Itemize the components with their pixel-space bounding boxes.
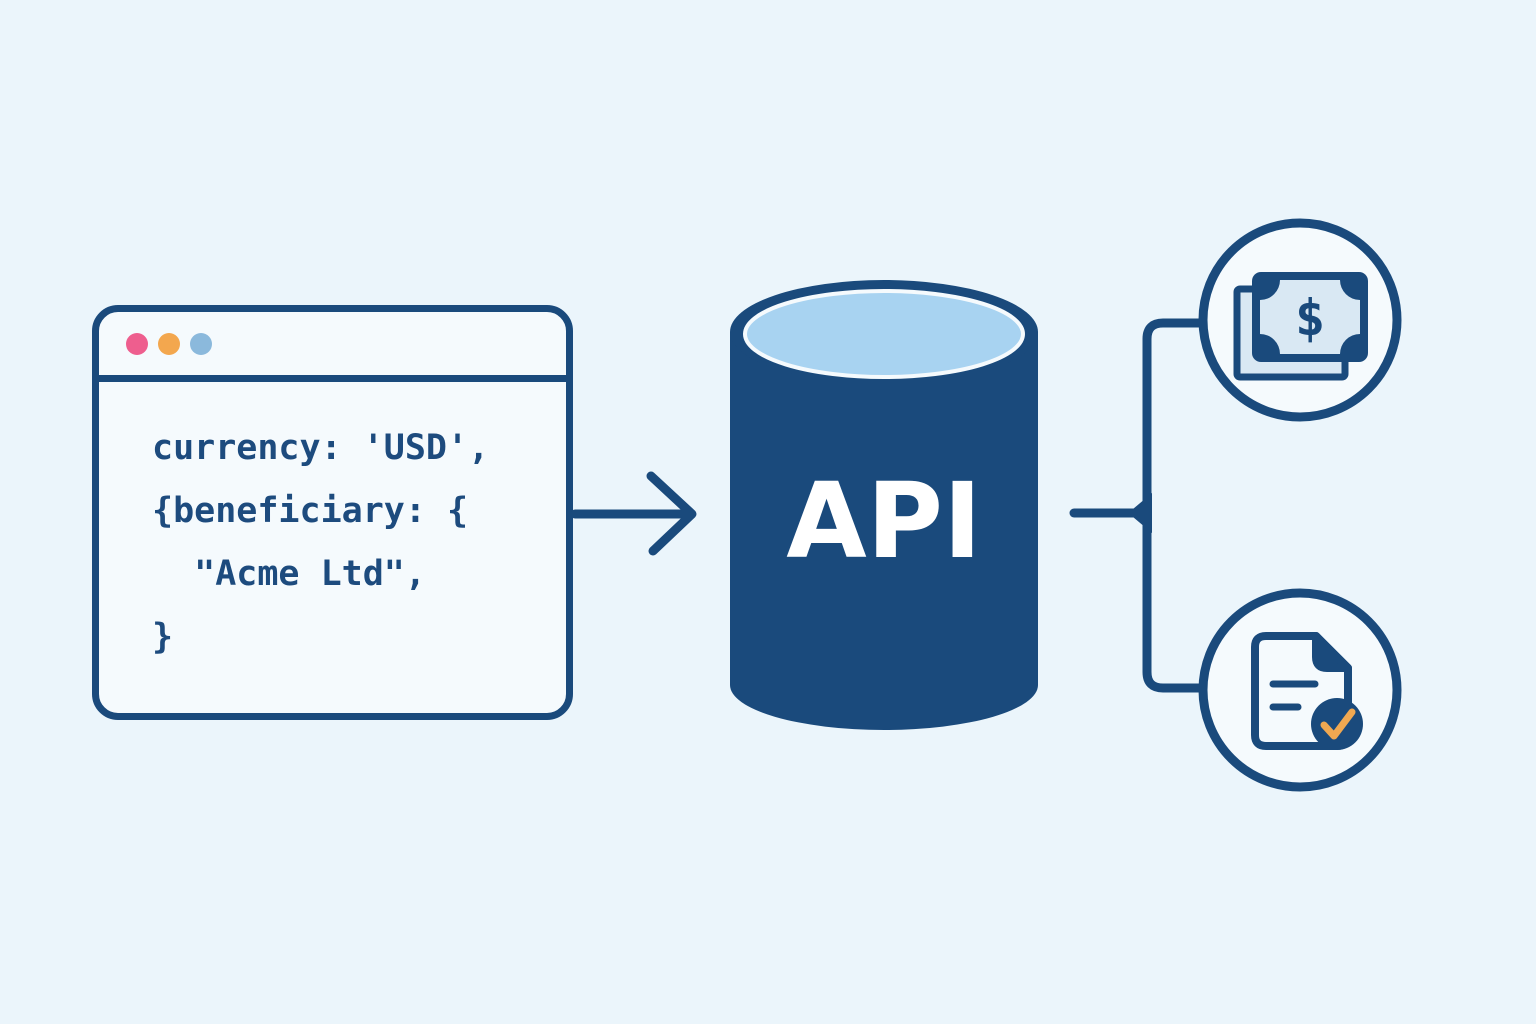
window-yellow-dot-icon (158, 332, 180, 355)
code-line-4: } (152, 617, 174, 657)
banknote-icon: $ (1233, 272, 1368, 381)
window-blue-dot-icon (190, 332, 212, 355)
code-line-1: currency: 'USD', (152, 428, 490, 468)
code-line-3: "Acme Ltd", (152, 554, 426, 594)
code-snippet: currency: 'USD', {beneficiary: { "Acme Lt… (99, 382, 566, 669)
window-red-dot-icon (126, 332, 148, 355)
check-badge (1311, 698, 1363, 750)
api-cylinder: API (730, 280, 1038, 730)
connector-fork (1142, 318, 1209, 693)
dollar-symbol: $ (1295, 289, 1325, 347)
code-line-2: {beneficiary: { (152, 491, 469, 531)
request-arrow (570, 471, 697, 556)
document-fold (1312, 632, 1352, 672)
cylinder-body (730, 332, 1038, 730)
branch-connector (1069, 318, 1209, 693)
document-check-icon (1251, 632, 1363, 750)
payout-circle: $ (1198, 218, 1402, 422)
check-mark-icon (1320, 708, 1356, 740)
cylinder-top-face (743, 289, 1025, 379)
browser-titlebar (99, 312, 566, 382)
arrow-head-icon (646, 471, 697, 556)
api-label: API (786, 460, 981, 582)
browser-window: currency: 'USD', {beneficiary: { "Acme Lt… (92, 305, 573, 720)
banknote-face (1260, 280, 1360, 354)
confirmation-circle (1198, 588, 1402, 792)
